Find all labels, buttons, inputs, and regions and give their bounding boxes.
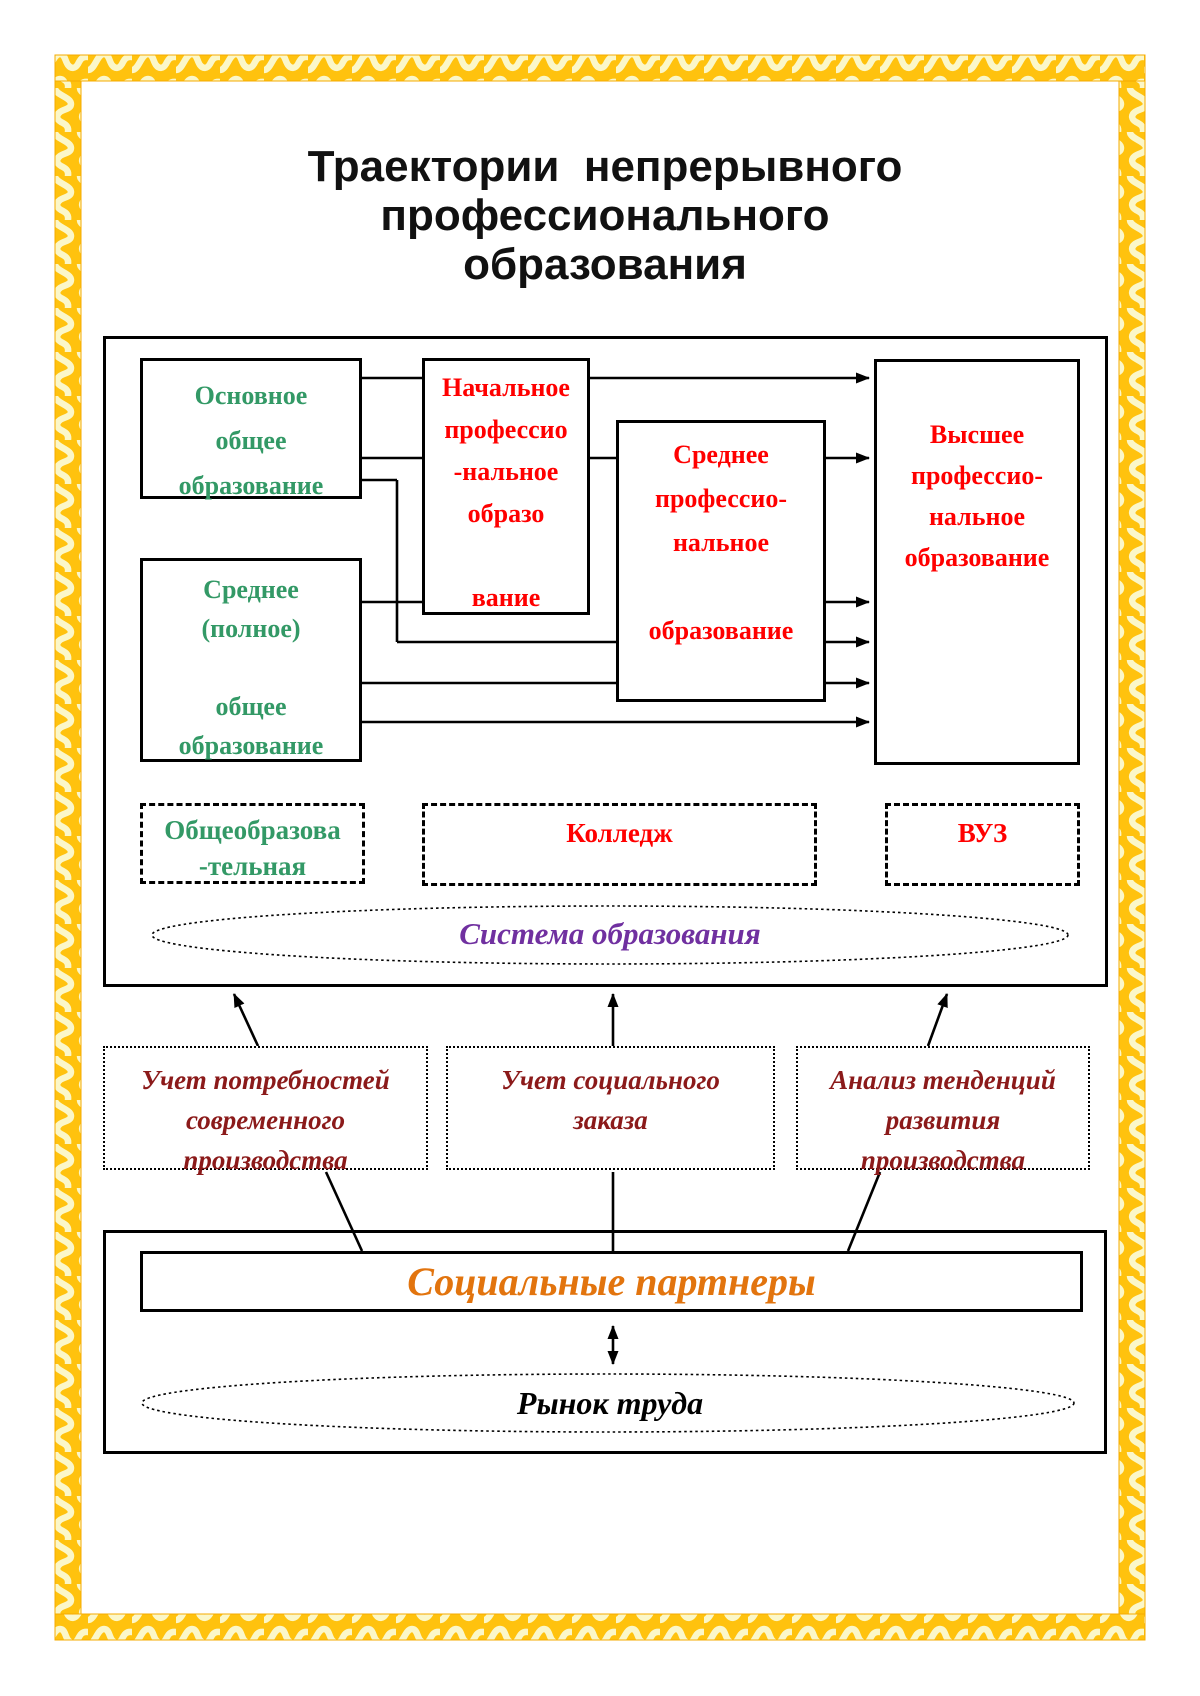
labor-market-label: Рынок труда: [516, 1385, 704, 1421]
text-line: современного: [185, 1105, 346, 1135]
text-line: Среднее: [673, 440, 769, 469]
box-social-order: Учет социального заказа: [446, 1046, 775, 1170]
arrow-trends-to-system: [926, 993, 949, 1047]
text-line: профессио: [444, 415, 568, 444]
box-university: ВУЗ: [885, 803, 1080, 886]
education-system-label: Система образования: [459, 916, 761, 951]
border-top: [54, 54, 1146, 82]
arrow-needs-to-system: [232, 993, 260, 1047]
text-line: Траектории непрерывного: [307, 142, 903, 191]
text-line: образование: [648, 616, 794, 645]
box-general-basic-education: Основное общее образование: [140, 358, 362, 500]
text-line: нальное: [672, 528, 770, 557]
box-initial-vocational-education: Начальное профессио -нальное образо вание: [422, 358, 590, 615]
factor-arrows-up: [232, 993, 949, 1047]
text-line: профессионального: [380, 191, 830, 240]
box-secondary-vocational-education: Среднее профессио-нальное образование: [616, 420, 826, 702]
border-bottom: [54, 1613, 1146, 1641]
text-line: производства: [183, 1145, 348, 1175]
university-label: ВУЗ: [957, 818, 1008, 848]
text-line: -тельная: [198, 851, 307, 881]
education-system-container: [103, 336, 1108, 987]
text-line: общее: [215, 426, 287, 455]
text-line: образо: [467, 499, 545, 528]
text-line: Общеобразова: [164, 815, 341, 845]
text-line: Среднее: [203, 575, 299, 604]
box-production-trends: Анализ тенденций развития производства: [796, 1046, 1090, 1175]
text-line: профессио-: [654, 484, 787, 513]
text-line: образование: [904, 543, 1050, 572]
text-line: образование: [178, 731, 324, 760]
text-line: Высшее: [929, 420, 1025, 449]
text-line: нальное: [928, 502, 1026, 531]
text-line: -нальное: [453, 457, 559, 486]
border-left: [54, 54, 82, 1641]
text-line: Начальное: [442, 373, 570, 402]
box-college: Колледж: [422, 803, 817, 886]
college-label: Колледж: [566, 818, 673, 848]
text-line: Учет потребностей: [141, 1065, 390, 1095]
box-school: Общеобразова -тельная: [140, 803, 365, 884]
social-partners-box: Социальные партнеры: [140, 1251, 1083, 1312]
text-line: Основное: [194, 381, 308, 410]
box-production-needs: Учет потребностей современного производств…: [103, 1046, 428, 1175]
text-line: [425, 535, 587, 577]
social-partners-label: Социальные партнеры: [407, 1259, 816, 1304]
partners-container: [103, 1230, 1107, 1454]
box-higher-vocational-education: Высшее профессио-нальное образование: [874, 359, 1080, 765]
text-line: общее: [215, 692, 287, 721]
text-line: образование: [178, 471, 324, 500]
text-line: [619, 565, 823, 609]
box-general-secondary-education: Среднее (полное) общее образование: [140, 558, 362, 762]
text-line: развития: [885, 1105, 1001, 1135]
text-line: образования: [463, 240, 747, 289]
text-line: профессио-: [910, 461, 1043, 490]
text-line: Учет социального: [501, 1065, 720, 1095]
text-line: [143, 648, 359, 687]
text-line: производства: [860, 1145, 1026, 1175]
text-line: вание: [471, 583, 541, 612]
border-right: [1118, 54, 1146, 1641]
text-line: Анализ тенденций: [830, 1065, 1056, 1095]
text-line: (полное): [201, 614, 301, 643]
text-line: заказа: [573, 1105, 648, 1135]
